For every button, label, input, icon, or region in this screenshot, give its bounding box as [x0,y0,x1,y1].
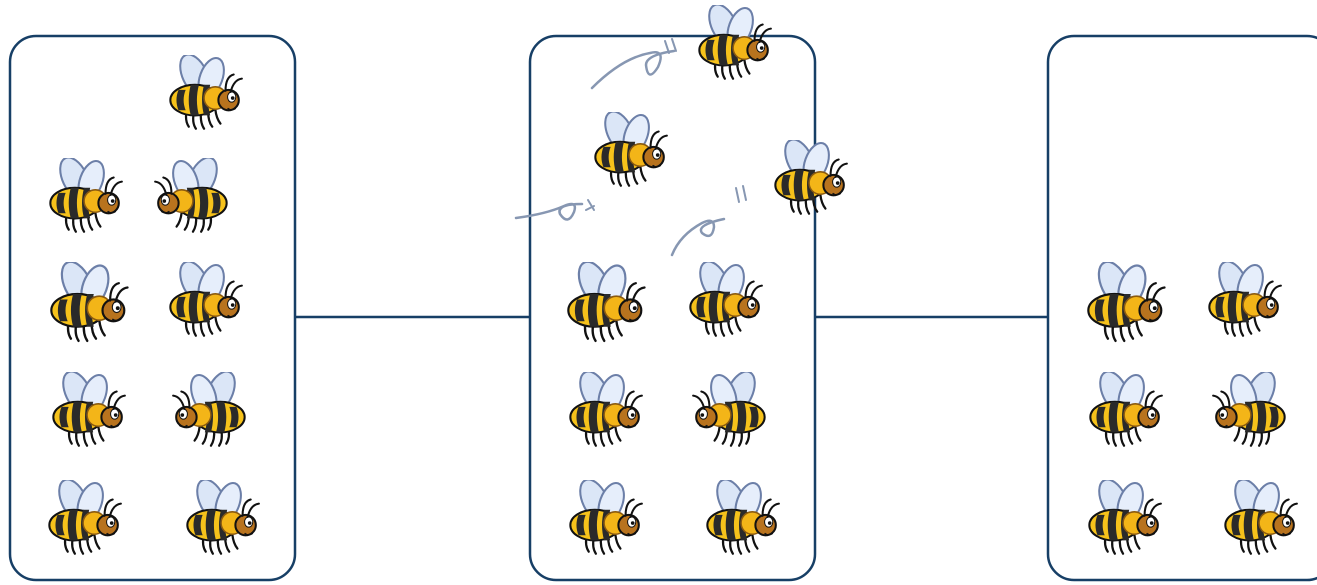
flight-trail-2 [514,202,584,221]
flight-trail-3 [670,217,726,257]
flight-trail-1 [590,49,676,90]
panel-middle [528,34,817,582]
flight-trails [514,38,747,257]
